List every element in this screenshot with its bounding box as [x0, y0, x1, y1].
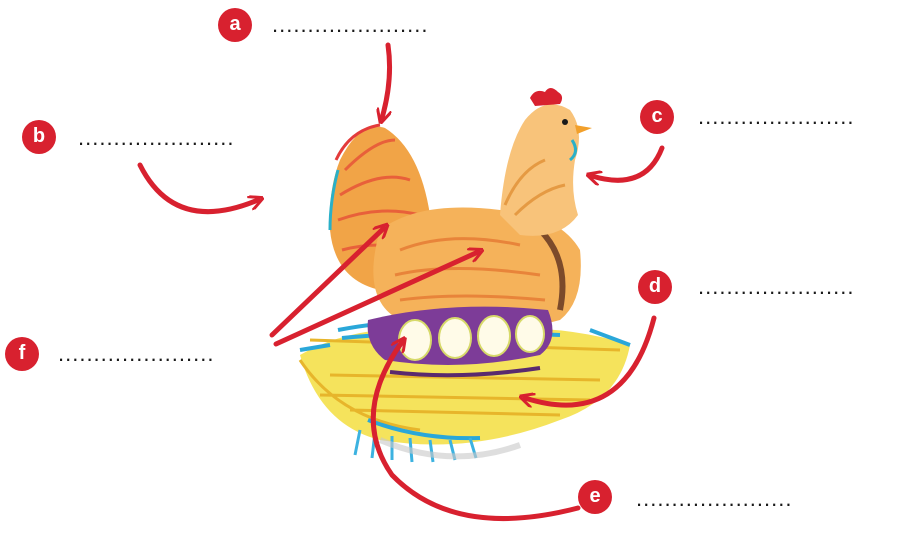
answer-blank-c[interactable]: ......................	[698, 106, 854, 128]
arrow-e	[373, 342, 578, 519]
arrow-a	[382, 45, 390, 118]
label-badge-c: c	[640, 100, 674, 134]
arrow-f-lower	[276, 252, 478, 344]
answer-blank-f[interactable]: ......................	[58, 343, 214, 365]
label-badge-e: e	[578, 480, 612, 514]
answer-blank-a[interactable]: ......................	[272, 14, 428, 36]
label-badge-b: b	[22, 120, 56, 154]
label-badge-f: f	[5, 337, 39, 371]
answer-blank-b[interactable]: ......................	[78, 127, 234, 149]
label-badge-d: d	[638, 270, 672, 304]
answer-blank-e[interactable]: ......................	[636, 488, 792, 510]
arrow-d	[525, 318, 654, 405]
answer-blank-d[interactable]: ......................	[698, 276, 854, 298]
arrow-c	[592, 148, 662, 180]
label-badge-a: a	[218, 8, 252, 42]
arrow-b	[140, 165, 258, 212]
